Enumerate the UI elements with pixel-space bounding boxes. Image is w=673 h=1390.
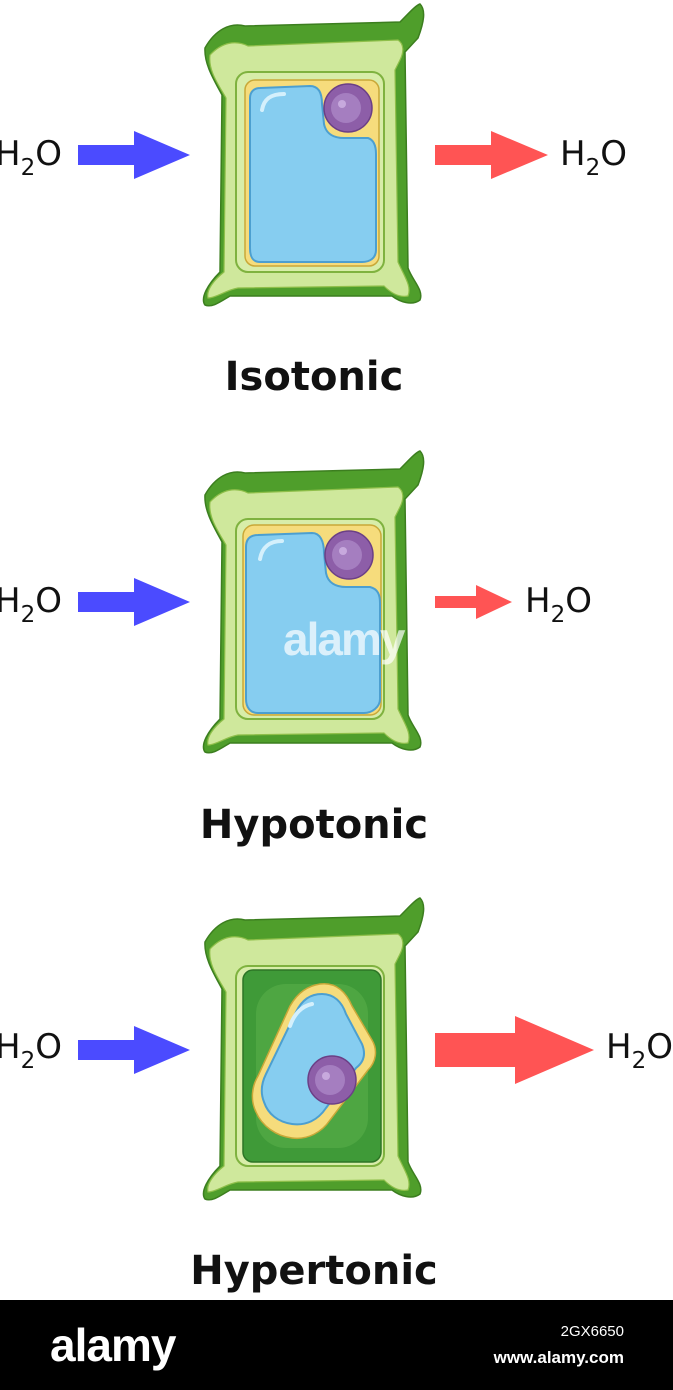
isotonic-inflow-arrow [78,131,190,179]
isotonic-title: Isotonic [224,354,404,400]
diagram-artwork: H2O H2O H2O H2O [0,3,673,1201]
isotonic-outflow-arrow [435,131,548,179]
hypertonic-title: Hypertonic [190,1248,438,1294]
isotonic-water-in-label: H2O [0,134,62,181]
hypertonic-water-out-label: H2O [606,1027,673,1074]
hypotonic-cell [202,450,425,754]
hypotonic-outflow-arrow [435,585,512,619]
hypertonic-outflow-arrow [435,1016,594,1084]
hypertonic-water-in-label: H2O [0,1027,62,1074]
footer-bar: alamy 2GX6650 www.alamy.com [0,1300,673,1390]
osmosis-diagram: H2O H2O H2O H2O [0,3,673,1294]
hypotonic-water-in-label: H2O [0,581,62,628]
hypotonic-inflow-arrow [78,578,190,626]
hypertonic-cell [202,897,425,1201]
hypotonic-water-out-label: H2O [525,581,592,628]
hypotonic-title: Hypotonic [199,802,429,848]
hypertonic-inflow-arrow [78,1026,190,1074]
isotonic-cell [202,3,425,307]
footer-url: www.alamy.com [493,1348,624,1367]
footer-logo: alamy [50,1319,176,1371]
watermark: alamy [283,613,405,665]
isotonic-water-out-label: H2O [560,134,627,181]
image-id: 2GX6650 [560,1323,624,1340]
